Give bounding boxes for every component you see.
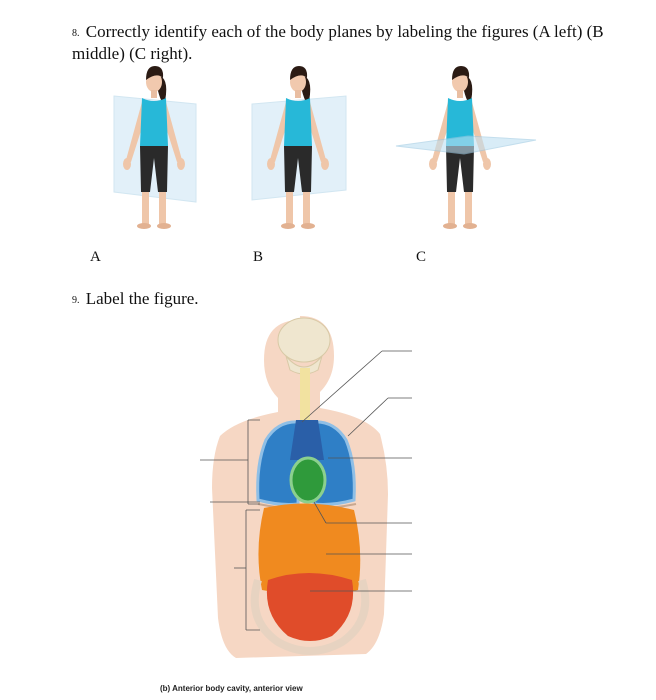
pelvic-cavity: [266, 573, 354, 641]
cranial-cavity: [277, 317, 331, 363]
figure-c-transverse: [395, 66, 537, 229]
figure-b-frontal: [251, 66, 347, 229]
pelvis-bones: [250, 578, 370, 655]
spinal-canal: [300, 368, 310, 420]
abdominal-cavity: [258, 503, 361, 595]
heart: [289, 456, 327, 504]
body-planes-figure: [113, 66, 537, 229]
mediastinum: [290, 420, 324, 460]
figure-label-b: B: [253, 249, 264, 265]
question-9: 9. Label the figure.: [72, 289, 199, 311]
question-8-number: 8.: [72, 28, 80, 39]
figure-caption: (b) Anterior body cavity, anterior view: [160, 684, 303, 693]
question-9-text: Label the figure.: [85, 289, 199, 308]
leader-lines: [200, 350, 412, 631]
figure-label-c: C: [416, 249, 427, 265]
question-8-text: Correctly identify each of the body plan…: [72, 22, 604, 63]
figure-label-a: A: [90, 249, 101, 265]
body-cavity-figure: [200, 316, 412, 658]
question-8: 8. Correctly identify each of the body p…: [72, 22, 612, 64]
figure-a-sagittal: [113, 66, 197, 229]
question-9-number: 9.: [72, 295, 80, 306]
left-lung: [256, 420, 302, 506]
